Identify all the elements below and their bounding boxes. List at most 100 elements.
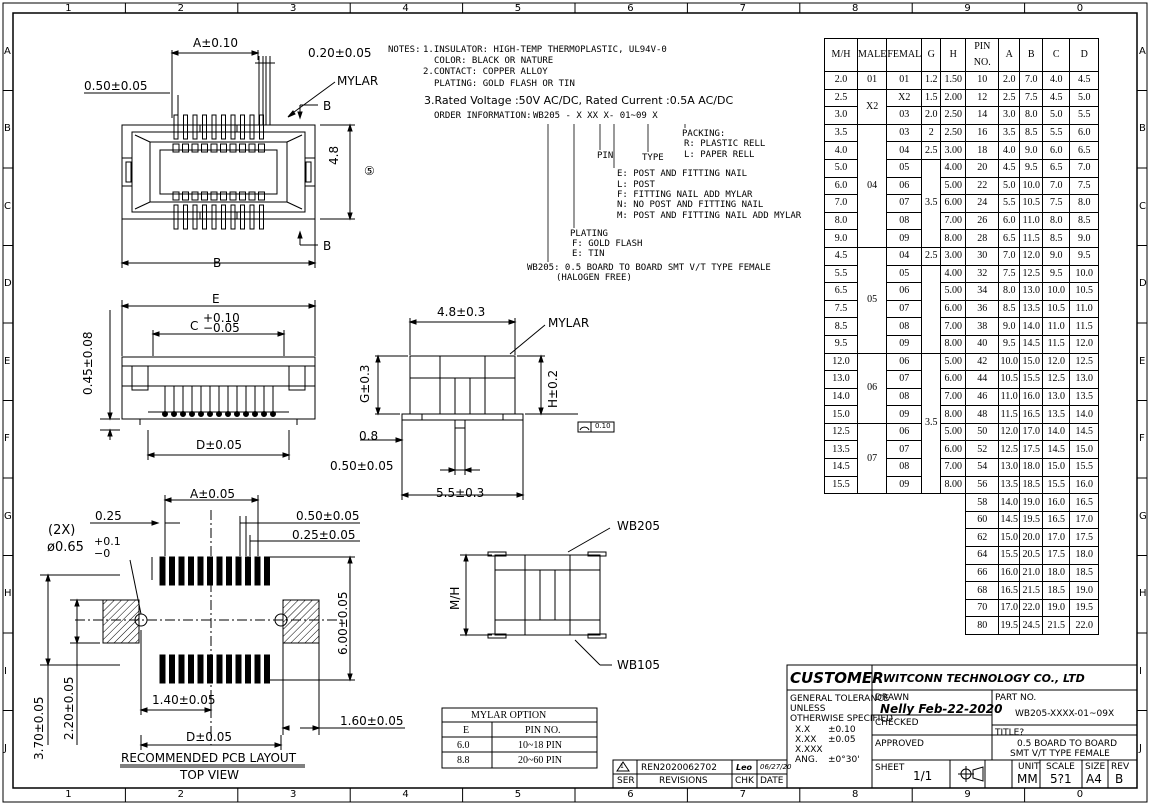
table-cell: 9.0 bbox=[998, 317, 1021, 336]
zone-row-label: D bbox=[4, 278, 12, 290]
table-cell: 12.0 bbox=[1019, 246, 1044, 266]
table-cell: 6.0 bbox=[824, 176, 858, 196]
table-cell: 26 bbox=[965, 211, 1000, 231]
table-cell: 2.5 bbox=[921, 246, 942, 266]
pcb-a-dim: A±0.05 bbox=[190, 487, 235, 501]
table-cell: 5.00 bbox=[940, 176, 967, 196]
zone-column-label: 6 bbox=[627, 3, 634, 14]
table-cell: 12.0 bbox=[1069, 334, 1100, 354]
scale-label: SCALE bbox=[1046, 762, 1075, 772]
zone-column-label: 2 bbox=[177, 789, 184, 800]
table-cell: 6.5 bbox=[1069, 141, 1100, 160]
table-spacer bbox=[825, 582, 966, 600]
table-cell: 7.5 bbox=[1042, 194, 1071, 213]
table-cell: 17.0 bbox=[1069, 510, 1100, 530]
pcb-layout-subtitle: TOP VIEW bbox=[180, 768, 240, 782]
table-cell: 2.0 bbox=[921, 106, 942, 125]
table-cell: 9.0 bbox=[1019, 141, 1044, 160]
table-cell: 10.5 bbox=[1019, 194, 1044, 213]
table-cell: 5.5 bbox=[998, 194, 1021, 213]
table-cell: 19.0 bbox=[1042, 598, 1071, 618]
table-cell: 24 bbox=[965, 194, 1000, 213]
table-cell: 13.0 bbox=[1042, 387, 1071, 407]
table-cell: 1.5 bbox=[921, 88, 942, 108]
table-cell: 66 bbox=[965, 563, 1000, 583]
wb205-desc: WB205: 0.5 BOARD TO BOARD SMT V/T TYPE F… bbox=[527, 263, 771, 273]
table-cell: 11.0 bbox=[1069, 299, 1100, 319]
size-value: A4 bbox=[1086, 772, 1102, 786]
revision-number: REN2020062702 bbox=[641, 763, 717, 773]
table-cell: 54 bbox=[965, 458, 1000, 477]
date-header: DATE bbox=[760, 776, 784, 786]
table-cell: 14.5 bbox=[824, 458, 858, 477]
table-cell: 5.0 bbox=[998, 176, 1021, 196]
side-flatness-box: 0.10 bbox=[595, 422, 611, 430]
table-spacer bbox=[825, 599, 966, 617]
table-cell: 7.0 bbox=[998, 246, 1021, 266]
zone-row-label: J bbox=[4, 743, 7, 755]
top-view-dims bbox=[84, 50, 355, 268]
tol-ang-v: ±0°30' bbox=[828, 755, 860, 765]
table-cell: 17.5 bbox=[1042, 546, 1071, 565]
table-cell: 6.0 bbox=[1042, 141, 1071, 160]
company-name: WITCONN TECHNOLOGY CO., LTD bbox=[883, 672, 1085, 685]
table-cell: 7.0 bbox=[1019, 71, 1044, 90]
checked-label: CHECKED bbox=[875, 718, 919, 728]
zone-column-label: 4 bbox=[402, 789, 409, 800]
zone-row-label: G bbox=[4, 510, 12, 522]
table-cell: 16.0 bbox=[998, 563, 1021, 583]
table-cell: 10.5 bbox=[1042, 299, 1071, 319]
revision-date: 06/27/20 bbox=[760, 763, 792, 771]
pcb-025b-dim: 0.25±0.05 bbox=[292, 528, 356, 542]
mylar-table-head-e: E bbox=[463, 725, 470, 736]
table-cell: 8.0 bbox=[998, 282, 1021, 301]
table-cell: 19.5 bbox=[998, 616, 1021, 635]
table-cell: 4.0 bbox=[824, 141, 858, 160]
mylar-table-cell: 20~60 PIN bbox=[518, 755, 563, 766]
chk-header: CHK bbox=[735, 776, 754, 786]
table-cell: 9.5 bbox=[998, 334, 1021, 354]
zone-column-label: 2 bbox=[177, 3, 184, 14]
table-cell: 18.0 bbox=[1069, 546, 1100, 565]
table-cell: 22.0 bbox=[1019, 598, 1044, 618]
table-cell: 20.0 bbox=[1019, 528, 1044, 548]
table-cell: 3.5 bbox=[921, 352, 942, 495]
pcb-hole-plus: +0.1 bbox=[94, 535, 121, 548]
table-cell: 32 bbox=[965, 264, 1000, 284]
tol-other: OTHERWISE SPECIFIED bbox=[790, 714, 893, 724]
table-cell: 13.5 bbox=[1069, 387, 1100, 407]
table-cell: 06 bbox=[886, 176, 923, 196]
table-cell: 13.0 bbox=[824, 370, 858, 389]
table-spacer bbox=[825, 617, 966, 635]
packing-l: L: PAPER RELL bbox=[684, 150, 755, 160]
table-cell: 12.5 bbox=[824, 422, 858, 442]
unit-value: MM bbox=[1017, 772, 1038, 786]
top-height-dim: 4.8 bbox=[327, 145, 341, 165]
table-cell: 15.0 bbox=[824, 405, 858, 424]
type-e: E: POST AND FITTING NAIL bbox=[617, 169, 748, 179]
table-cell: 40 bbox=[965, 334, 1000, 354]
zone-row-label: A bbox=[4, 45, 11, 57]
table-header-cell: MALE bbox=[856, 38, 888, 72]
mylar-table-cell: 8.8 bbox=[457, 755, 470, 766]
zone-column-label: 1 bbox=[65, 3, 72, 14]
table-cell: 5.0 bbox=[1069, 88, 1100, 108]
note-2b: PLATING: GOLD FLASH OR TIN bbox=[434, 79, 575, 89]
table-cell: 06 bbox=[886, 282, 923, 301]
table-cell: 18 bbox=[965, 141, 1000, 160]
table-cell: 2.0 bbox=[824, 71, 858, 90]
table-cell bbox=[921, 264, 942, 354]
pcb-hole-dia: ø0.65 bbox=[47, 540, 84, 555]
zone-row-label: I bbox=[4, 665, 7, 677]
table-cell: 12 bbox=[965, 88, 1000, 108]
table-cell: 28 bbox=[965, 229, 1000, 248]
drawn-by: Nelly Feb-22-2020 bbox=[880, 702, 1003, 716]
